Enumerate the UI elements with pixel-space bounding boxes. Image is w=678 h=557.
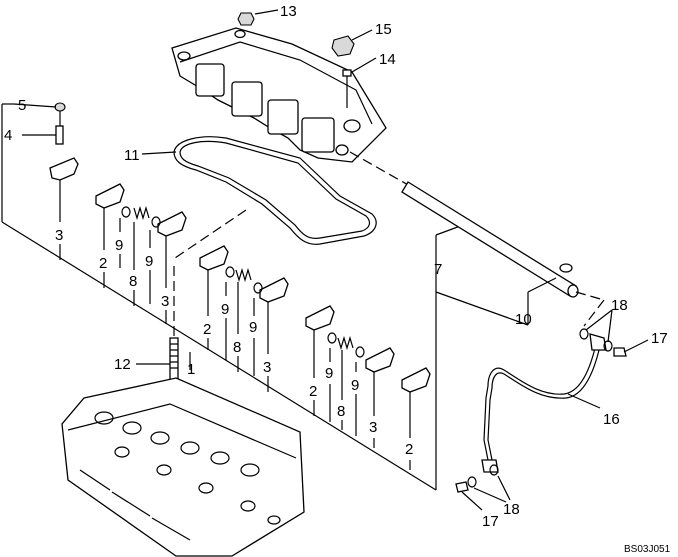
callout-18: 18 [611, 297, 628, 314]
callout-10: 10 [515, 311, 532, 328]
callout-2: 2 [309, 383, 317, 400]
banjo-bolt-upper [613, 339, 649, 357]
frame-lines [1, 103, 529, 491]
reference-code: BS03J051 [624, 544, 671, 555]
cylinder-head [61, 377, 305, 557]
cover-bolt [342, 57, 377, 108]
rocker-shaft [401, 181, 605, 327]
rocker-cover [171, 27, 387, 163]
callout-2: 2 [405, 441, 413, 458]
callout-9: 9 [115, 237, 123, 254]
callout-8: 8 [233, 339, 241, 356]
callout-18: 18 [503, 501, 520, 518]
callout-12: 12 [114, 356, 131, 373]
callout-3: 3 [161, 293, 169, 310]
callout-9: 9 [221, 301, 229, 318]
cover-gasket [141, 136, 377, 261]
callout-17: 17 [651, 330, 668, 347]
callout-14: 14 [379, 51, 396, 68]
callout-13: 13 [280, 3, 297, 20]
oil-filler-cap [331, 29, 373, 57]
oil-pipe [481, 333, 607, 473]
rocker-arms [49, 157, 431, 393]
callout-2: 2 [99, 255, 107, 272]
callout-3: 3 [55, 227, 63, 244]
callout-8: 8 [129, 273, 137, 290]
callout-9: 9 [249, 319, 257, 336]
callout-3: 3 [369, 419, 377, 436]
sealing-washers-lower [467, 464, 511, 503]
callout-labels: 1 2 2 2 2 3 3 3 3 4 5 7 8 8 8 9 9 9 9 9 … [4, 3, 671, 555]
callout-8: 8 [337, 403, 345, 420]
banjo-bolt-lower [455, 481, 483, 511]
callout-5: 5 [18, 97, 26, 114]
springs-and-washers [121, 205, 365, 358]
callout-16: 16 [603, 411, 620, 428]
callout-17: 17 [482, 513, 499, 530]
shaft-alignment-line [349, 151, 411, 187]
callout-3: 3 [263, 359, 271, 376]
callout-9: 9 [351, 377, 359, 394]
sealing-washers-upper [579, 309, 613, 352]
cover-nut [237, 9, 279, 26]
rocker-arm-adjust-screw [13, 102, 66, 145]
callout-2: 2 [203, 321, 211, 338]
callout-11: 11 [124, 147, 140, 164]
rocker-leader-lines [59, 180, 411, 470]
cylinder-head-stud [136, 262, 179, 389]
callout-7: 7 [434, 261, 442, 278]
callout-9: 9 [325, 365, 333, 382]
callout-4: 4 [4, 127, 12, 144]
callout-9: 9 [145, 253, 153, 270]
callout-15: 15 [375, 21, 392, 38]
callout-1: 1 [187, 361, 195, 378]
